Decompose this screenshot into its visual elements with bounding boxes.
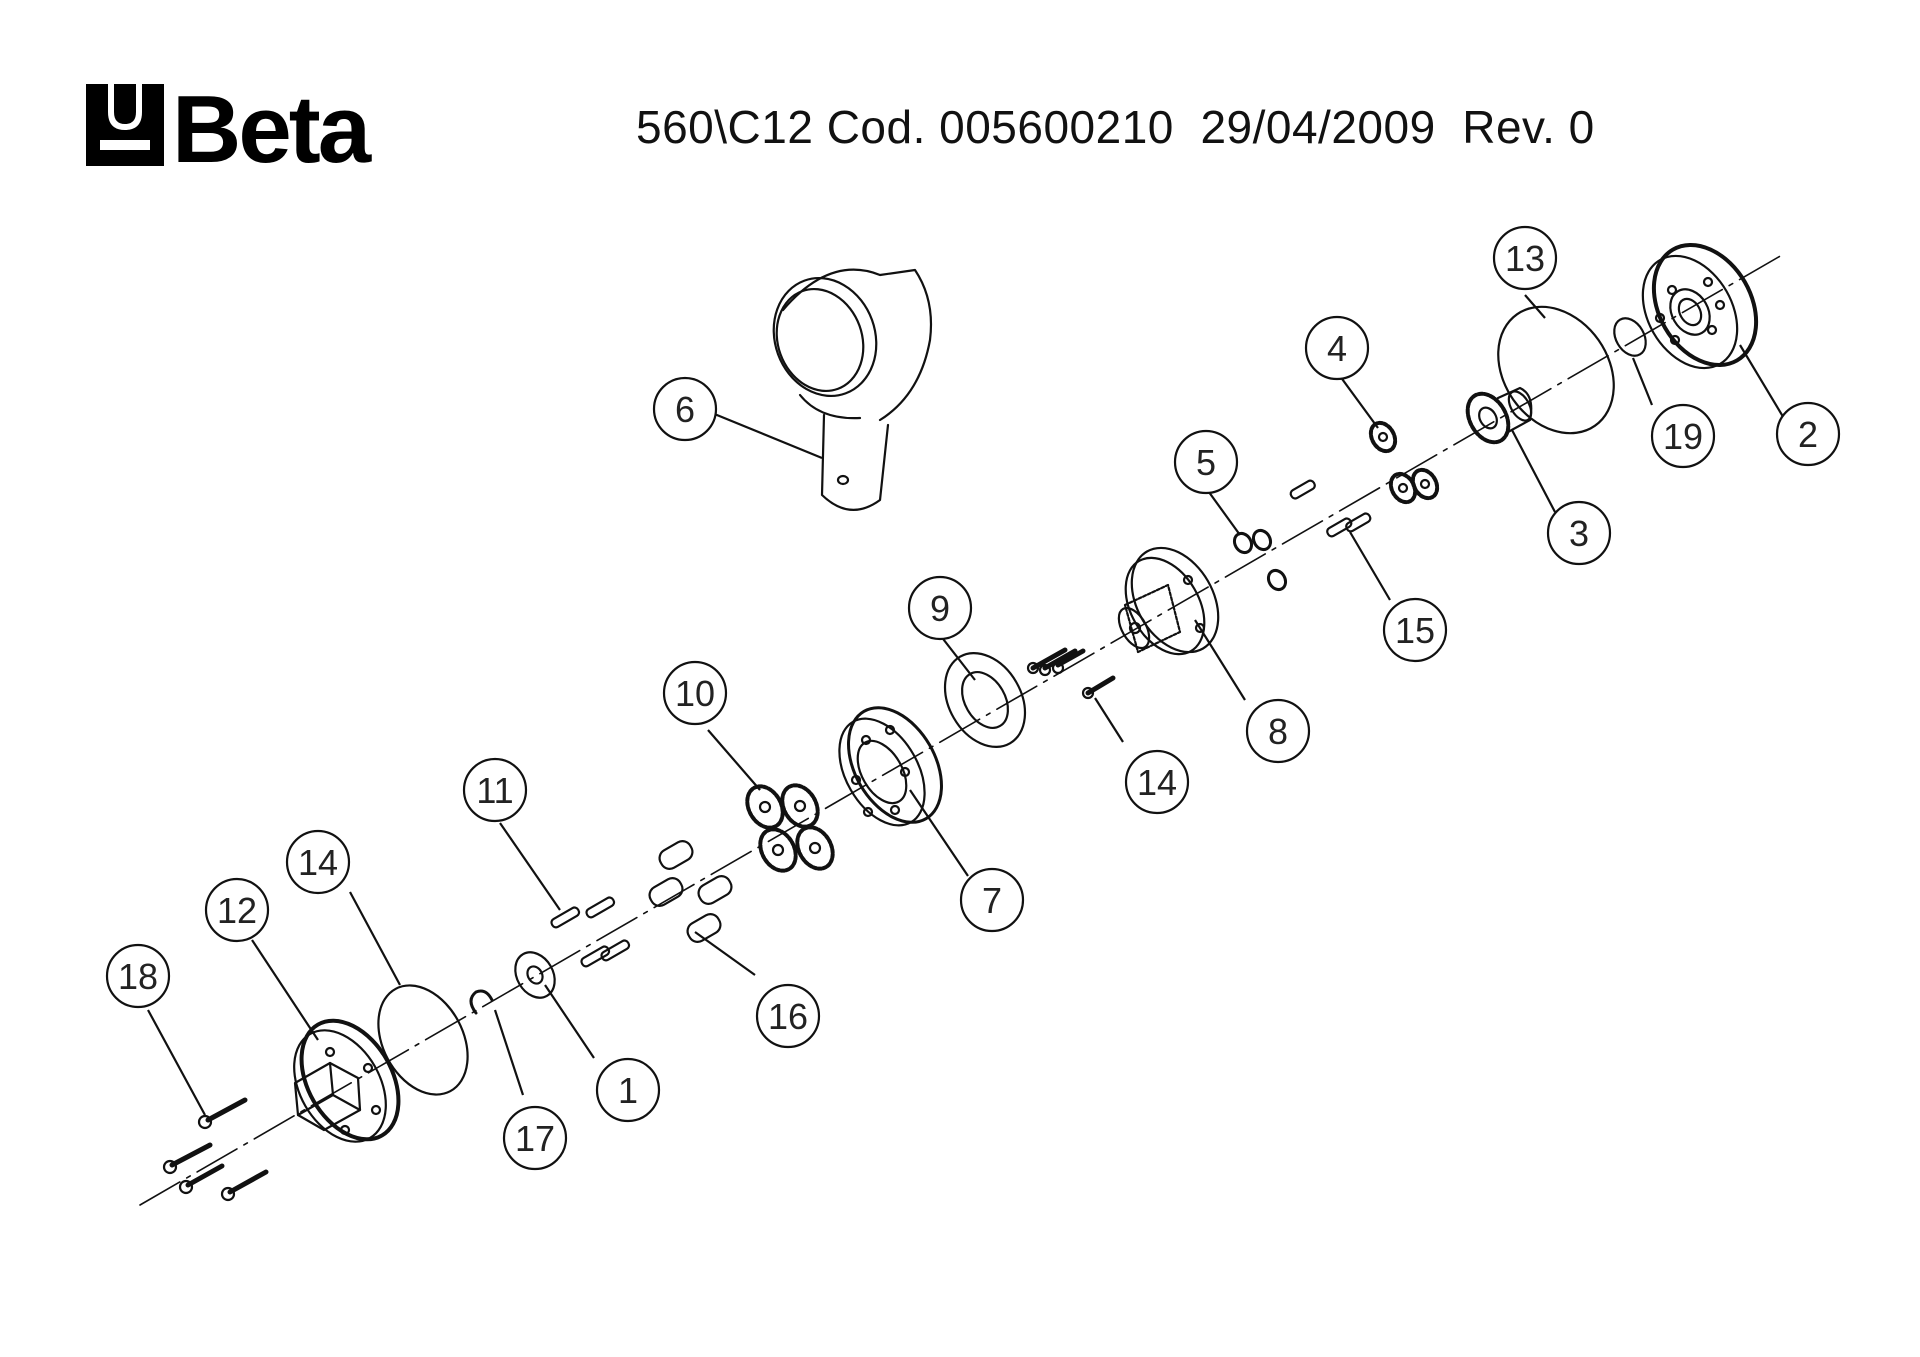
drawing-title: 560\C12 Cod. 005600210 29/04/2009 Rev. 0 <box>636 101 1595 153</box>
callout-label: 9 <box>930 588 950 629</box>
part-9-washer <box>943 652 1027 748</box>
callout-4: 4 <box>1304 315 1370 381</box>
callout-10: 10 <box>662 660 728 726</box>
callout-label: 8 <box>1268 711 1288 752</box>
callout-1: 1 <box>595 1057 661 1123</box>
callout-circle <box>1650 403 1716 469</box>
callout-circle <box>652 376 718 442</box>
callout-label: 4 <box>1327 328 1347 369</box>
part-8-planet-carrier <box>1117 546 1220 656</box>
callout-6: 6 <box>652 376 718 442</box>
callout-circle <box>1245 698 1311 764</box>
callout-12: 12 <box>204 877 270 943</box>
callout-circle <box>755 983 821 1049</box>
part-5-bushings <box>1232 528 1288 592</box>
callout-label: 3 <box>1569 513 1589 554</box>
callout-label: 19 <box>1663 416 1703 457</box>
callout-circle <box>285 829 351 895</box>
part-10-planet-gears <box>745 783 835 873</box>
callout-label: 12 <box>217 890 257 931</box>
callout-circle <box>1546 500 1612 566</box>
callout-label: 6 <box>675 389 695 430</box>
callout-circle <box>907 575 973 641</box>
callout-18: 18 <box>105 943 171 1009</box>
callout-circle <box>959 867 1025 933</box>
callout-11: 11 <box>462 757 528 823</box>
part-4-planet-gears <box>1368 420 1440 505</box>
callout-circle <box>1173 429 1239 495</box>
callout-19: 19 <box>1650 403 1716 469</box>
callout-circle <box>662 660 728 726</box>
part-17-circlip <box>469 989 494 1015</box>
brand-wordmark: Beta <box>172 82 372 168</box>
callout-label: 13 <box>1505 238 1545 279</box>
callout-2: 2 <box>1775 401 1841 467</box>
callout-label: 18 <box>118 956 158 997</box>
part-14-lower-o-ring <box>377 984 469 1096</box>
callout-circle <box>462 757 528 823</box>
part-18-screws <box>162 1097 269 1202</box>
callout-label: 2 <box>1798 414 1818 455</box>
callout-7: 7 <box>959 867 1025 933</box>
callout-circle <box>1382 597 1448 663</box>
callout-label: 14 <box>298 842 338 883</box>
callout-circle <box>1304 315 1370 381</box>
callout-circle <box>1775 401 1841 467</box>
callout-label: 10 <box>675 673 715 714</box>
callout-label: 17 <box>515 1118 555 1159</box>
callout-circle <box>502 1105 568 1171</box>
callout-circle <box>595 1057 661 1123</box>
part-1-washer <box>514 951 556 999</box>
part-14-upper-o-ring <box>1497 305 1615 435</box>
callout-label: 14 <box>1137 762 1177 803</box>
callout-label: 11 <box>476 770 513 811</box>
part-12-drive-head <box>293 1018 401 1143</box>
callout-label: 1 <box>618 1070 638 1111</box>
callout-label: 16 <box>768 996 808 1037</box>
part-11-pins <box>550 896 631 968</box>
part-3-sun-gear <box>1465 386 1533 445</box>
callout-13: 13 <box>1492 225 1558 291</box>
callout-16: 16 <box>755 983 821 1049</box>
callout-label: 7 <box>982 880 1002 921</box>
part-6-housing <box>772 268 933 511</box>
part-2-end-cap <box>1641 242 1759 370</box>
part-16-rollers <box>648 840 733 943</box>
callout-circle <box>204 877 270 943</box>
callout-8: 8 <box>1245 698 1311 764</box>
callout-15: 15 <box>1382 597 1448 663</box>
callout-14: 14 <box>1124 749 1190 815</box>
part-15-pins <box>1289 479 1372 538</box>
callout-9: 9 <box>907 575 973 641</box>
wrench-mark-icon <box>86 84 164 166</box>
part-7-gear-cage <box>838 706 943 827</box>
part-13-screws <box>1026 647 1116 700</box>
callout-label: 5 <box>1196 442 1216 483</box>
brand-logo: Beta <box>86 82 375 168</box>
callout-5: 5 <box>1173 429 1239 495</box>
callout-label: 15 <box>1395 610 1435 651</box>
callout-3: 3 <box>1546 500 1612 566</box>
callout-14: 14 <box>285 829 351 895</box>
callout-circle <box>105 943 171 1009</box>
callout-circle <box>1124 749 1190 815</box>
callout-17: 17 <box>502 1105 568 1171</box>
part-19-small-o-ring <box>1613 317 1647 357</box>
callout-circle <box>1492 225 1558 291</box>
